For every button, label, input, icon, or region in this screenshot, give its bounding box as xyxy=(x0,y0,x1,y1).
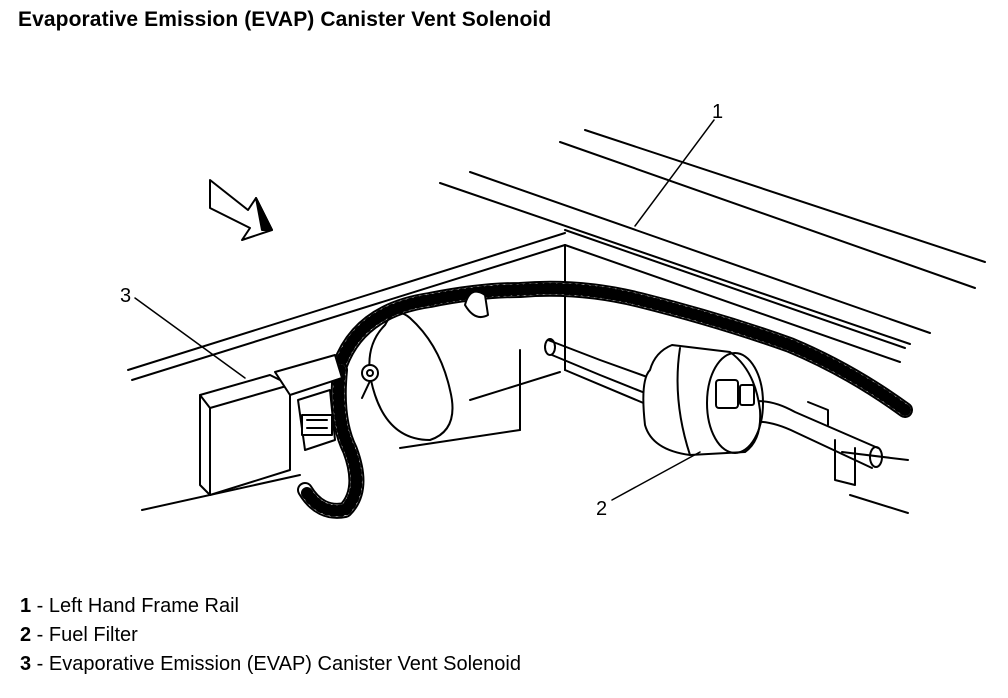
callout-1: 1 xyxy=(712,101,723,123)
legend-separator: - xyxy=(31,595,49,617)
legend-separator: - xyxy=(31,624,49,646)
legend-item: 1 - Left Hand Frame Rail xyxy=(20,592,521,621)
leader-line-3 xyxy=(134,297,246,379)
component-illustration: 1 2 3 xyxy=(0,40,1008,585)
legend-item: 2 - Fuel Filter xyxy=(20,621,521,650)
evap-vent-solenoid xyxy=(199,354,343,496)
callout-3: 3 xyxy=(120,285,131,307)
fuel-lines xyxy=(544,338,883,486)
fuel-filter xyxy=(642,344,764,456)
direction-arrow-icon xyxy=(209,179,273,241)
wiring-harness xyxy=(297,280,913,519)
legend-separator: - xyxy=(31,653,49,675)
leader-line-1 xyxy=(634,119,715,227)
callout-2: 2 xyxy=(596,498,607,520)
mounting-bolt xyxy=(361,364,379,399)
legend-label: Left Hand Frame Rail xyxy=(48,595,239,617)
legend-label: Fuel Filter xyxy=(48,624,138,646)
leader-lines xyxy=(134,119,715,501)
legend-number: 3 xyxy=(20,653,32,675)
diagram-title: Evaporative Emission (EVAP) Canister Ven… xyxy=(18,8,552,31)
frame-rail xyxy=(127,129,986,431)
legend-item: 3 - Evaporative Emission (EVAP) Canister… xyxy=(20,650,521,679)
legend: 1 - Left Hand Frame Rail 2 - Fuel Filter… xyxy=(20,592,521,679)
legend-number: 2 xyxy=(20,624,32,646)
legend-label: Evaporative Emission (EVAP) Canister Ven… xyxy=(48,653,521,675)
leader-line-2 xyxy=(611,451,701,501)
legend-number: 1 xyxy=(20,595,32,617)
